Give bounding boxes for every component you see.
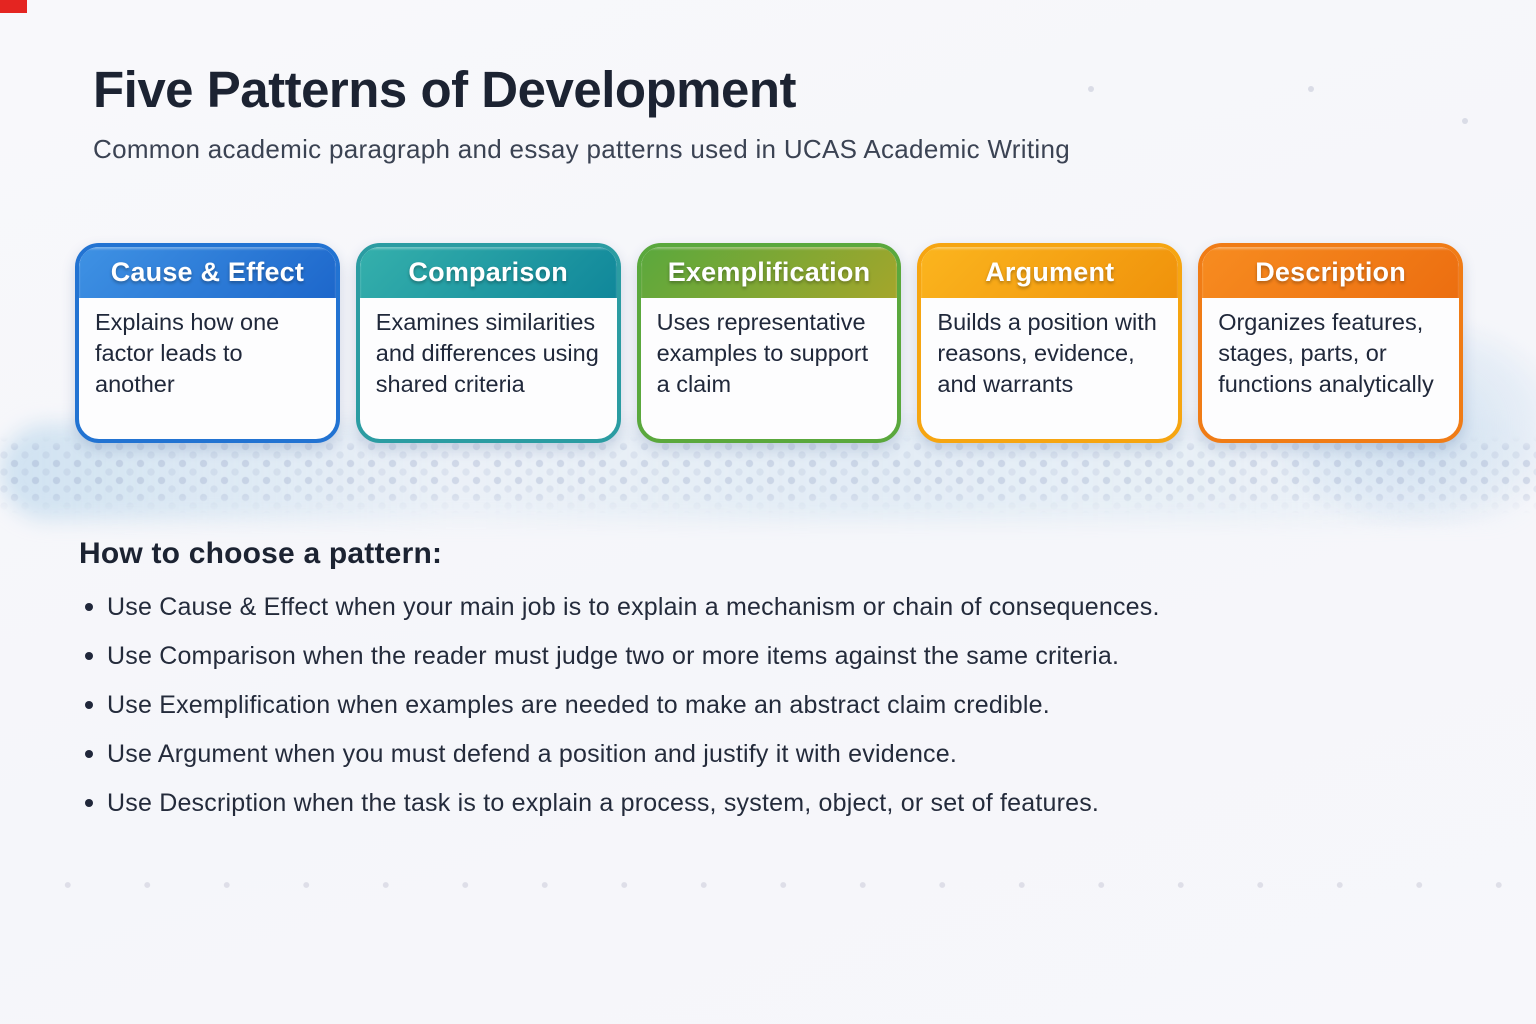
card-cause-effect: Cause & Effect Explains how one factor l… [75,243,340,443]
howto-bullet-list: Use Cause & Effect when your main job is… [79,591,1479,836]
howto-bullet: Use Comparison when the reader must judg… [79,640,1479,672]
halftone-dot-pattern [0,436,1536,514]
howto-bullet: Use Cause & Effect when your main job is… [79,591,1479,623]
pattern-cards-row: Cause & Effect Explains how one factor l… [75,243,1463,443]
card-title: Cause & Effect [79,247,336,298]
card-title: Argument [921,247,1179,298]
card-exemplification: Exemplification Uses representative exam… [636,243,902,443]
card-title: Comparison [359,247,617,298]
card-description: Builds a position with reasons, evidence… [937,309,1157,398]
card-description: Examines similarities and differences us… [375,309,599,398]
card-description-pattern: Description Organizes features, stages, … [1198,243,1463,443]
card-argument: Argument Builds a position with reasons,… [917,243,1183,443]
card-title: Exemplification [640,247,898,298]
faint-dot-row [0,879,1536,889]
page-title: Five Patterns of Development [93,61,797,118]
faint-dot [1308,86,1314,92]
howto-bullet: Use Description when the task is to expl… [79,787,1479,819]
howto-bullet: Use Argument when you must defend a posi… [79,738,1479,770]
page-subtitle: Common academic paragraph and essay patt… [93,134,1070,164]
card-description: Explains how one factor leads to another [95,309,280,398]
howto-heading: How to choose a pattern: [79,537,443,570]
howto-bullet: Use Exemplification when examples are ne… [79,689,1479,721]
corner-red-mark [0,0,27,13]
card-description: Organizes features, stages, parts, or fu… [1218,309,1434,398]
card-title: Description [1202,247,1459,298]
card-comparison: Comparison Examines similarities and dif… [355,243,621,443]
faint-dot [1088,86,1094,92]
faint-dot [1462,118,1468,124]
card-description: Uses representative examples to support … [656,309,869,398]
